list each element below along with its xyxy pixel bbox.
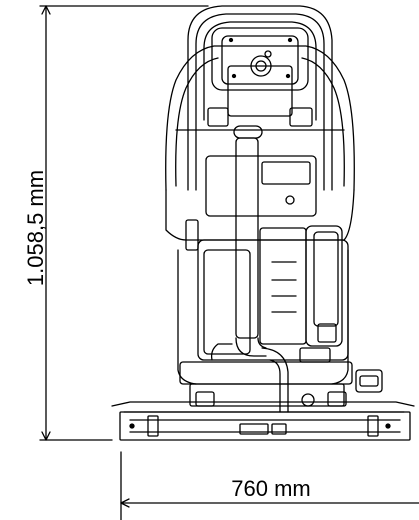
width-dimension-label: 760 mm xyxy=(231,476,311,501)
hose xyxy=(210,125,289,413)
machine-body xyxy=(165,155,355,385)
height-dimension-line xyxy=(39,5,209,441)
height-dimension-label: 1.058,5 mm xyxy=(23,169,48,287)
handle-bar xyxy=(187,5,333,191)
seat-back xyxy=(165,27,355,191)
lower-frame xyxy=(179,361,383,407)
width-dimension-line xyxy=(120,451,419,520)
control-knob xyxy=(228,37,293,79)
brush-deck xyxy=(111,401,415,441)
